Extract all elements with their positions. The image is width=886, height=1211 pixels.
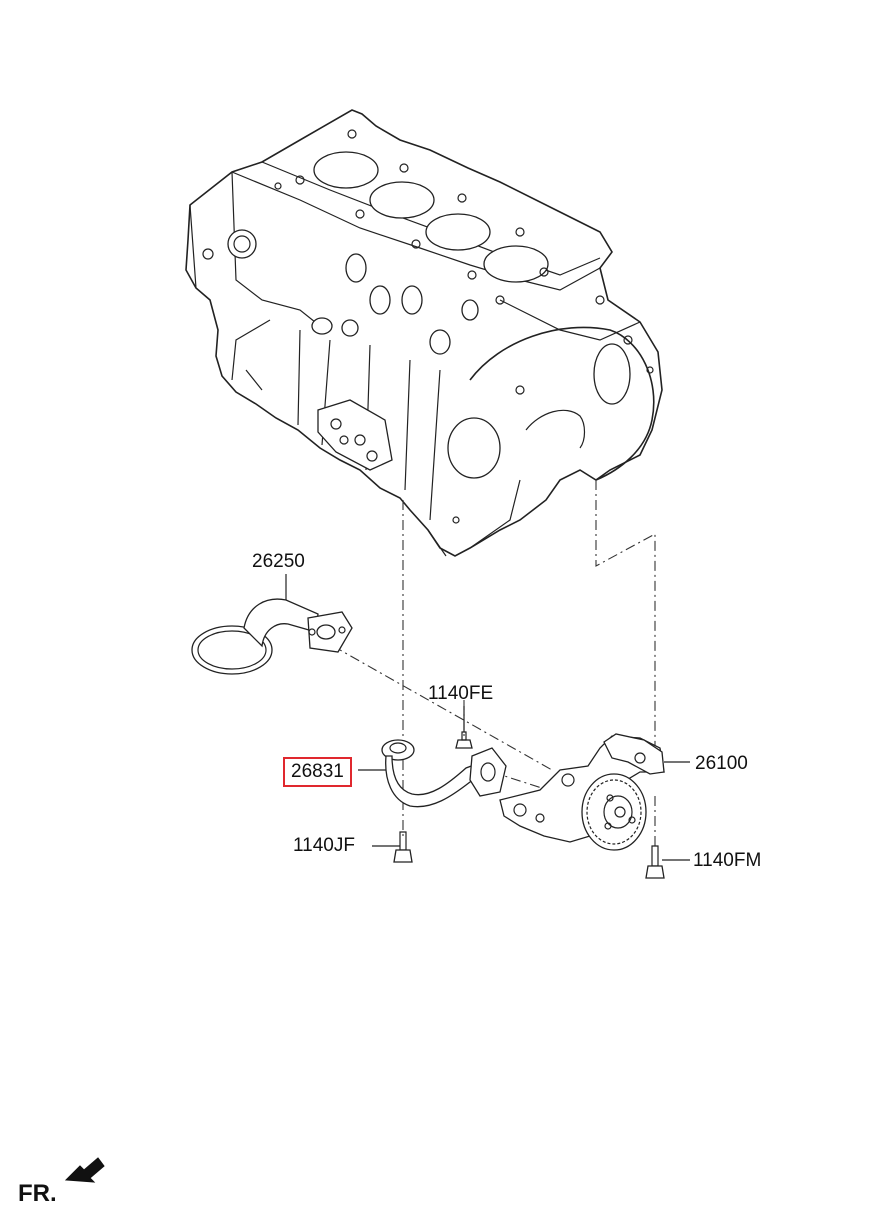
oil-strainer-part[interactable] xyxy=(191,598,353,675)
front-orientation-label: FR. xyxy=(18,1180,57,1207)
part-number-26831-highlighted[interactable]: 26831 xyxy=(283,757,352,787)
part-number-26250[interactable]: 26250 xyxy=(252,551,305,572)
engine-block xyxy=(185,109,663,557)
part-number-1140jf[interactable]: 1140JF xyxy=(293,835,355,856)
bolt-1140jf-part[interactable] xyxy=(393,831,413,863)
part-number-1140fe[interactable]: 1140FE xyxy=(428,683,494,704)
callout-leaders xyxy=(285,574,690,861)
part-number-1140fm[interactable]: 1140FM xyxy=(693,850,762,871)
bolt-1140fm-part[interactable] xyxy=(645,845,665,879)
oil-pipe-part[interactable] xyxy=(381,739,507,808)
front-direction-arrow-icon xyxy=(64,1157,105,1183)
part-number-26100[interactable]: 26100 xyxy=(695,753,748,774)
oil-pump-part[interactable] xyxy=(499,733,665,851)
alignment-lines xyxy=(332,480,656,846)
bolt-1140fe-part[interactable] xyxy=(455,731,473,749)
